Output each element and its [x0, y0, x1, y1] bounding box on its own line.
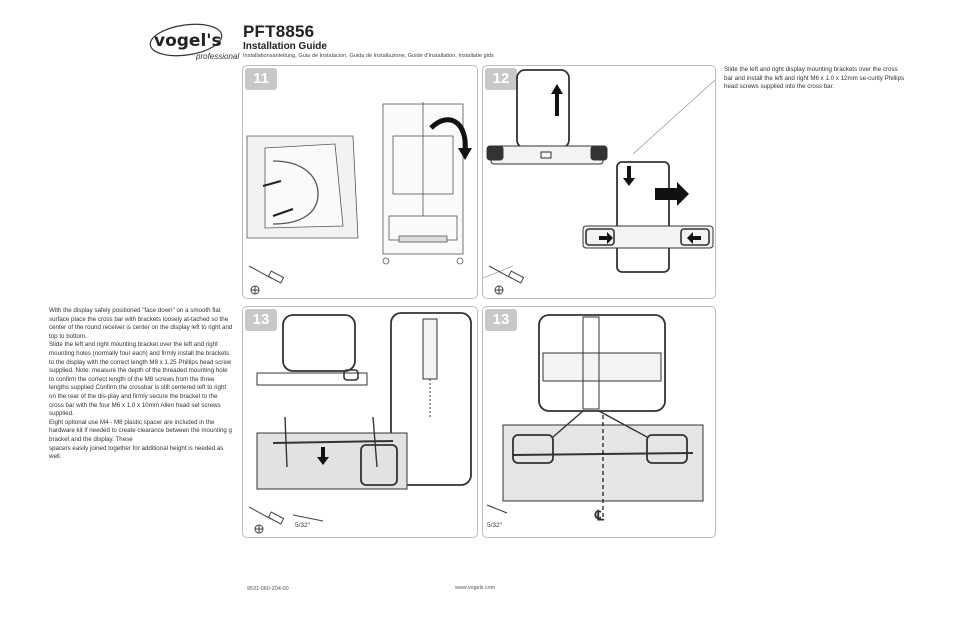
step-13-left-illustration	[248, 312, 472, 534]
instruction-text-step-13: With the display safely positioned "face…	[49, 307, 233, 461]
step-number: 11	[245, 68, 277, 90]
website-url: www.vogels.com	[455, 585, 496, 591]
step-number: 13	[485, 309, 517, 331]
instruction-text-step-12: Slide the left and right display mountin…	[724, 66, 905, 91]
page-title: PFT8856	[243, 22, 315, 41]
panel-step-13-right: 13 5/32" ℄	[482, 306, 716, 538]
allen-key-size: 5/32"	[487, 522, 502, 529]
panel-step-13-left: 13 5/32"	[242, 306, 478, 538]
page-subtitle: Installation Guide	[243, 41, 327, 52]
step-number: 13	[245, 309, 277, 331]
step-number: 12	[485, 68, 517, 90]
document-code: 9531-060-Z04-00	[247, 586, 289, 592]
panel-step-11: 11	[242, 65, 478, 299]
panel-step-12: 12	[482, 65, 716, 299]
centerline-symbol: ℄	[595, 507, 604, 523]
languages-line: Installationsanleitung, Guia de Instalac…	[243, 53, 494, 59]
brand-sub: professional	[195, 52, 239, 61]
brand-name: vogel's	[154, 31, 222, 51]
vogels-logo: vogel's professional	[148, 22, 240, 64]
step-12-illustration	[483, 69, 715, 295]
allen-key-size: 5/32"	[295, 522, 310, 529]
step-11-illustration	[246, 102, 472, 295]
step-13-right-illustration	[486, 314, 704, 517]
